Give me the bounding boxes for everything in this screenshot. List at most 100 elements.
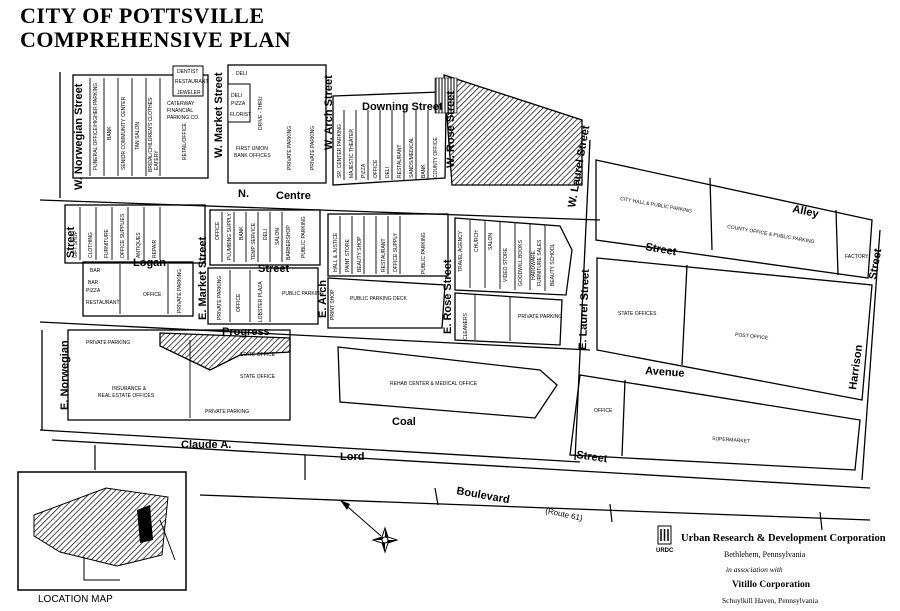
- label-public-parking-m: PUBLIC PARKING: [282, 291, 324, 297]
- hatched-lot-top: [443, 74, 583, 186]
- label-pizza-l: PIZZA: [86, 288, 101, 294]
- label-beauty-school: BEAUTY SCHOOL: [550, 243, 556, 286]
- label-eatery: EATERY: [154, 150, 160, 170]
- label-bar: BAR: [90, 268, 101, 274]
- label-retail-office: RETAIL/OFFICE: [182, 122, 188, 160]
- label-clothing: CLOTHING: [88, 232, 94, 258]
- label-bank-offices: BANK OFFICES: [234, 153, 271, 159]
- label-video-store: VIDEO STORE: [503, 247, 509, 282]
- street-laurel-street: Street: [644, 241, 677, 258]
- street-w-market: W. Market Street: [213, 72, 225, 158]
- label-salon-r: SALON: [488, 233, 494, 250]
- label-goodwill: GOODWILL BOOKS: [518, 239, 524, 286]
- label-office-d: OFFICE: [373, 159, 379, 178]
- hatched-lot-progress: [159, 332, 291, 371]
- label-insurance-2: REAL ESTATE OFFICES: [98, 393, 155, 399]
- block-logan-east: [207, 267, 319, 325]
- label-hardware: HARDWARE: [531, 250, 537, 280]
- label-salon: SALON: [275, 228, 281, 245]
- location-map: [17, 471, 187, 591]
- label-cleaners: CLEANERS: [463, 312, 469, 340]
- block-norwegian-lower: [67, 329, 291, 421]
- label-temp-service: TEMP SERVICE: [251, 222, 257, 260]
- label-funeral-parking: FUNERAL OFFICE/HIGHER PARKING: [93, 83, 99, 170]
- label-first-union: FIRST UNION: [236, 146, 268, 152]
- credit-org: Urban Research & Development Corporation: [681, 533, 886, 544]
- street-left-street: Street: [65, 226, 77, 258]
- block-west-centre: [64, 204, 206, 264]
- label-private-parking-s: PRIVATE PARKING: [205, 409, 249, 415]
- label-dentist: DENTIST: [177, 69, 198, 75]
- label-deli-c: DELI: [263, 229, 269, 240]
- label-rehab: REHAB CENTER & MEDICAL OFFICE: [390, 381, 478, 387]
- credit-partner-city: Schuylkill Haven, Pennsylvania: [722, 596, 819, 605]
- street-e-rose: E. Rose Street: [442, 259, 454, 334]
- credit-partner: Vitillo Corporation: [732, 580, 811, 590]
- label-private-parking-r: PRIVATE PARKING: [518, 314, 562, 320]
- label-restaurant-d: RESTAURANT: [397, 144, 403, 178]
- label-beauty-shop: BEAUTY SHOP: [357, 236, 363, 272]
- label-office-far: OFFICE: [594, 408, 613, 414]
- street-alley: Alley: [791, 203, 820, 220]
- label-senior: SENIOR COMMUNITY CENTER: [121, 96, 127, 170]
- block-arch-rose: [327, 213, 449, 277]
- urdc-logo: URDC: [656, 525, 674, 554]
- label-deli-top: DELI: [236, 71, 247, 77]
- label-private-parking-a: PRIVATE PARKING: [287, 126, 293, 170]
- page-title-line1: CITY OF POTTSVILLE: [20, 3, 265, 28]
- label-bank-c: BANK: [239, 226, 245, 240]
- street-right-street: Street: [867, 247, 884, 280]
- label-medical: SANDS/MEDICAL: [409, 137, 415, 178]
- label-bank-d: BANK: [421, 164, 427, 178]
- street-e-market: E. Market Street: [197, 237, 209, 320]
- location-map-label: LOCATION MAP: [38, 594, 113, 605]
- label-sr-center: SR. CENTER PARKING: [337, 124, 343, 178]
- block-rehab: [337, 346, 558, 419]
- label-office-m: OFFICE: [236, 293, 242, 312]
- label-private-parking-m: PRIVATE PARKING: [217, 276, 223, 320]
- street-e-norwegian: E. Norwegian: [59, 340, 71, 410]
- block-supermarket: [569, 374, 861, 471]
- label-office-supplies: OFFICE SUPPLIES: [120, 213, 126, 258]
- label-bank-left: BANK: [107, 126, 113, 140]
- street-coal: Coal: [392, 416, 416, 428]
- street-n: N.: [238, 188, 249, 200]
- label-state-offices: STATE OFFICES: [618, 311, 657, 317]
- label-public-parking-c: PUBLIC PARKING: [301, 216, 307, 258]
- street-centre: Centre: [276, 190, 311, 202]
- street-downing: Downing Street: [362, 101, 443, 113]
- label-travel-agency: TRAVEL AGENCY: [458, 230, 464, 272]
- street-w-norwegian: W. Norwegian Street: [73, 83, 85, 190]
- label-state-office-1: STATE OFFICE: [240, 352, 276, 358]
- label-bar2: BAR: [88, 280, 99, 286]
- block-norwegian-market: [72, 74, 209, 179]
- label-deli-top2: DELI: [231, 93, 242, 99]
- label-jeweler: JEWELER: [177, 90, 201, 96]
- label-restaurant-e: RESTAURANT: [381, 238, 387, 272]
- street-e-laurel: E. Laurel Street: [577, 269, 592, 350]
- label-bridal: BRIDAL/CHILDREN'S CLOTHES: [148, 97, 154, 172]
- label-city-hall: CITY HALL & PUBLIC PARKING: [620, 196, 693, 215]
- block-east-centre: [209, 209, 321, 266]
- street-boulevard: Boulevard: [455, 485, 510, 506]
- label-pizza: PIZZA: [361, 163, 367, 178]
- street-w-arch: W. Arch Street: [323, 75, 335, 150]
- label-private-parking-p: PRIVATE PARKING: [86, 340, 130, 346]
- label-justice: HALL & JUSTICE: [333, 232, 339, 272]
- label-plumbing: PLUMBING SUPPLY: [227, 212, 233, 260]
- street-logan: Logan: [133, 257, 166, 269]
- label-furniture: FURNITURE: [104, 228, 110, 258]
- label-office-c: OFFICE: [215, 221, 221, 240]
- label-restaurant-l: RESTAURANT: [86, 300, 120, 306]
- street-harrison: Harrison: [847, 344, 865, 391]
- label-post-office: POST OFFICE: [735, 332, 769, 342]
- block-city-hall: [595, 159, 873, 279]
- label-pizza-top: PIZZA: [231, 101, 246, 107]
- label-county-office: COUNTY OFFICE: [433, 137, 439, 178]
- label-caterway: CATERWAY: [167, 101, 195, 107]
- label-barbershop: BARBERSHOP: [286, 225, 292, 260]
- label-public-parking-e: PUBLIC PARKING: [421, 232, 427, 274]
- page-title-line2: COMPREHENSIVE PLAN: [20, 27, 292, 52]
- street-avenue: Avenue: [645, 365, 685, 380]
